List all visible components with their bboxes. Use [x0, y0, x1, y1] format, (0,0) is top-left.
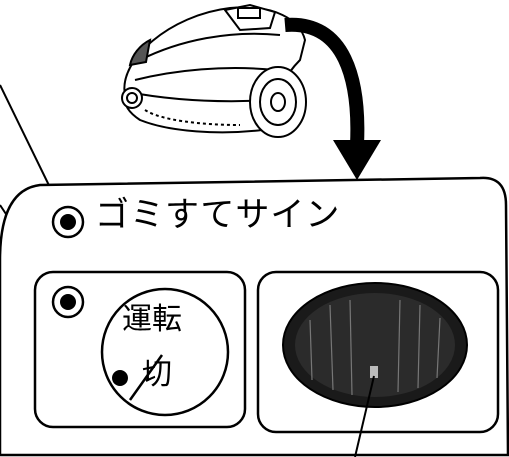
sensor-window-icon	[282, 282, 468, 408]
vacuum-cleaner-illustration	[121, 3, 307, 138]
dust-sign-lamp-icon	[51, 205, 85, 239]
power-button[interactable]	[100, 287, 230, 417]
power-button-label-top: 運転	[122, 302, 182, 337]
leader-line-sensor	[354, 375, 375, 457]
dust-sign-label: ゴミすてサイン	[95, 195, 341, 235]
power-button-slash	[128, 354, 164, 401]
curved-arrow-icon	[284, 17, 381, 180]
power-button-dot	[112, 370, 128, 386]
indicator-lamp-icon	[51, 285, 85, 319]
power-button-label-bottom: 切	[142, 357, 172, 392]
